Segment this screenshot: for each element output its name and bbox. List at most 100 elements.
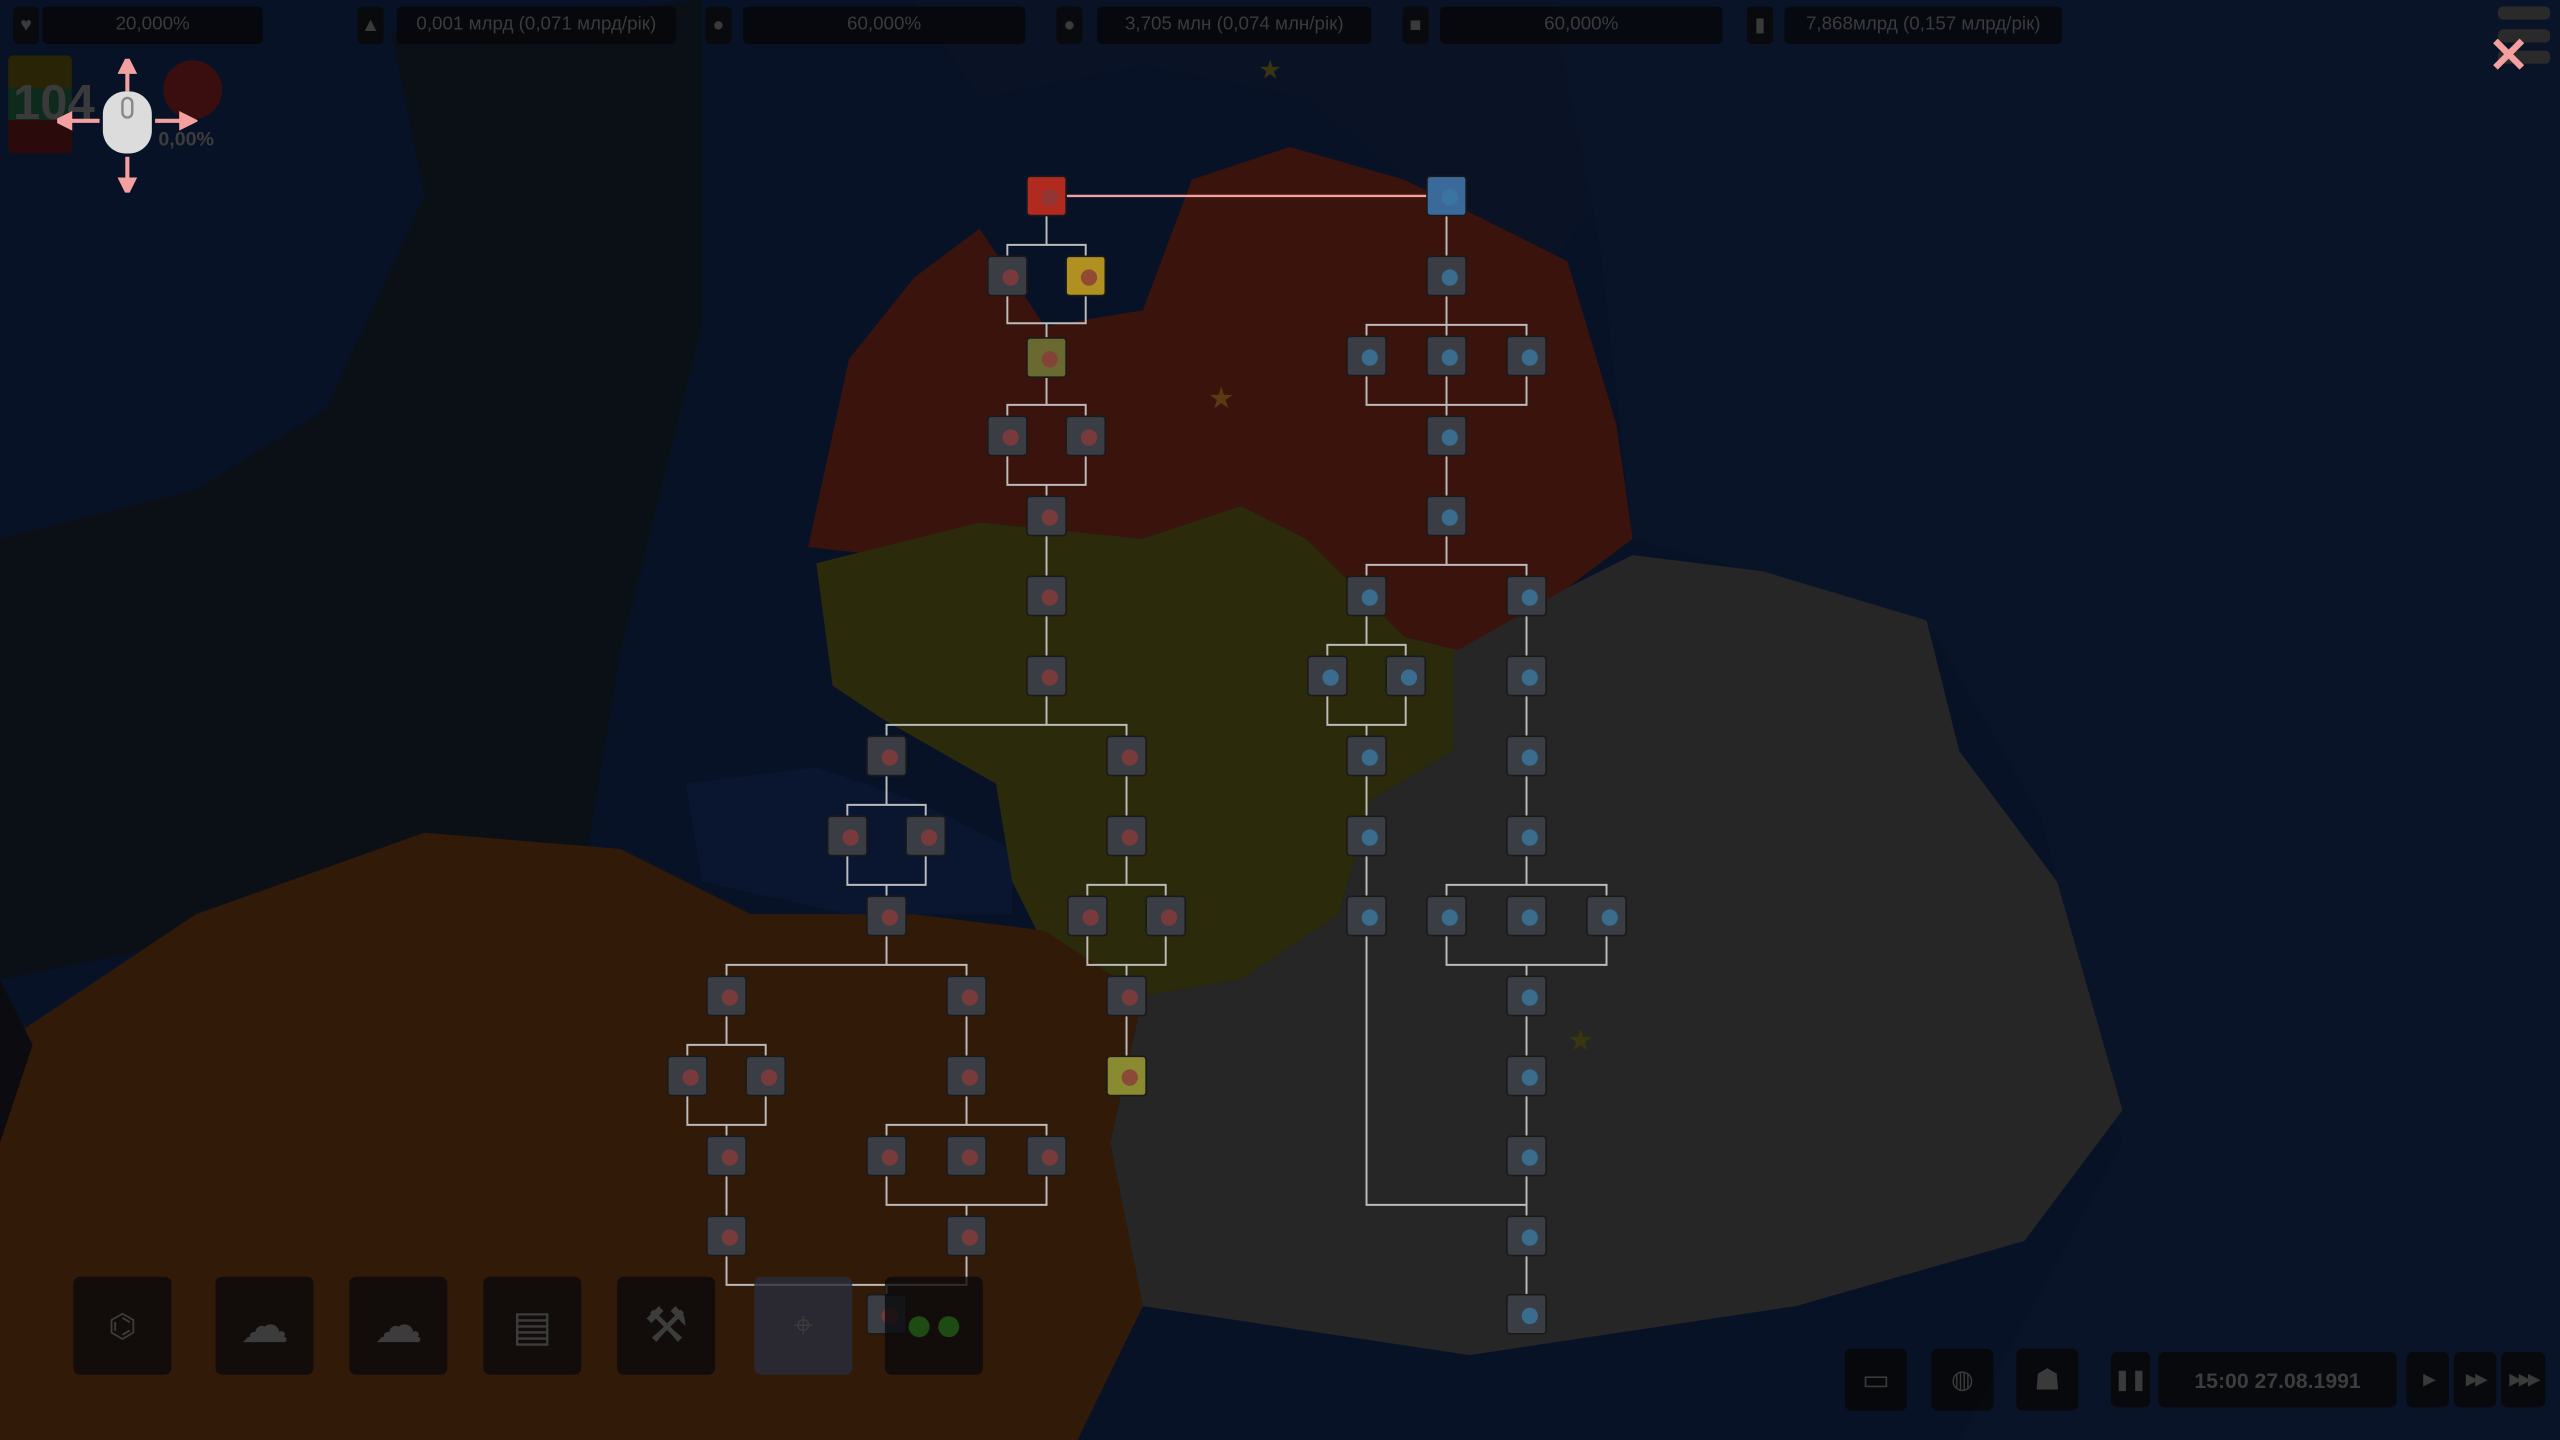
screen-mode-icon: ▭ [1862,1362,1890,1396]
tech-node-glyph [881,909,898,926]
crosshair-icon: ⌖ [793,1304,814,1346]
tech-node-glyph [1601,909,1618,926]
population-icon: ● [1056,6,1083,45]
tech-node-glyph [1521,829,1538,846]
tech-node-glyph [1041,189,1058,206]
tech-node-glyph [1002,269,1019,286]
document-gavel-icon: ▤ [512,1300,553,1350]
tech-node-glyph [961,1229,978,1246]
stat-gdp: 7,868млрд (0,157 млрд/рік) [1784,6,2063,45]
capital-star-icon: ★ [1208,382,1234,415]
stat-tax: 60,000% [1439,6,1723,45]
fast-forward-icon: ▶▶ [2465,1370,2488,1389]
pause-button[interactable]: ❚❚ [2111,1351,2151,1408]
tech-node-glyph [1121,1069,1138,1086]
tech-node-glyph [760,1069,778,1086]
screen-mode-button[interactable]: ▭ [1844,1348,1907,1411]
tech-node-glyph [1041,509,1058,526]
menu-button[interactable] [2497,6,2551,20]
tech-node-glyph [842,829,859,846]
tech-node-glyph [1361,349,1378,366]
continent-map-icon: ☗ [2034,1362,2061,1396]
tree-connector [885,995,1048,1206]
play-button[interactable]: ▶ [2406,1351,2449,1408]
tech-node-glyph [1521,909,1538,926]
tech-node-glyph [721,1229,738,1246]
tech-node-glyph [1441,429,1458,446]
tech-node-glyph [1041,589,1058,606]
tech-node-glyph [1080,429,1098,446]
capital-star-icon: ★ [1567,1024,1593,1057]
land-east [1551,0,2560,1440]
country-belarus [1110,555,2123,1356]
world-map-icon: ◍ [1951,1366,1974,1395]
tech-node-glyph [961,989,978,1006]
tech-node-glyph [1080,269,1098,286]
tech-tree [666,175,1627,1335]
tree-icon: ⌬ [108,1308,137,1345]
unrest-value: 0,00% [158,127,214,151]
tree-connector [1086,755,1167,966]
stat-treasury: 0,001 млрд (0,071 млрд/рік) [396,6,676,45]
tech-node-glyph [1002,429,1019,446]
unrest-face-icon [163,60,223,120]
tech-node-glyph [1400,669,1418,686]
regions-button[interactable]: ☁ [349,1276,448,1375]
continent-map-button[interactable]: ☗ [2016,1348,2079,1411]
close-icon[interactable]: ✕ [2488,29,2530,84]
fastest-button[interactable]: ▶▶▶ [2501,1351,2546,1408]
tech-node-glyph [1160,909,1178,926]
world-map-button[interactable]: ◍ [1931,1348,1994,1411]
tech-node-glyph [1041,669,1058,686]
capital-star-icon: ★ [1258,54,1281,84]
tech-node-glyph [1441,509,1458,526]
play-icon: ▶ [2423,1370,2435,1389]
heart-shield-icon: ♥ [13,6,40,45]
tech-node-glyph [1521,589,1538,606]
tech-node-glyph [920,829,938,846]
stat-employment: 60,000% [742,6,1026,45]
factory-icon: ▮ [1746,6,1774,45]
tree-connector [1365,724,1527,1206]
tech-node-glyph [1361,749,1378,766]
tech-node-glyph [1521,989,1538,1006]
tree-connector [1006,323,1087,486]
tech-node-glyph [682,1069,699,1086]
menu-button[interactable] [2497,50,2551,64]
tech-node-glyph [1521,669,1538,686]
country-shape-icon: ☁ [239,1298,289,1353]
stat-population: 3,705 млн (0,074 млн/рік) [1097,6,1372,45]
tech-node-glyph [1361,909,1378,926]
military-button[interactable]: ⌖ [754,1276,853,1375]
tech-node-glyph [1521,1149,1538,1166]
tree-connector [1006,195,1087,325]
tech-node-glyph [1041,1149,1058,1166]
tech-node-glyph [1441,909,1458,926]
worker-icon: ● [705,6,732,45]
tech-node-glyph [1121,749,1138,766]
mouse-drag-icon [57,58,198,193]
regions-icon: ☁ [373,1298,423,1353]
tree-connector [1365,195,1528,406]
hammer-icon: ⚒ [644,1298,689,1353]
land-southwest [0,979,33,1143]
tech-node-glyph [1082,909,1099,926]
menu-button[interactable] [2497,29,2551,43]
tech-node-glyph [1521,749,1538,766]
laws-button[interactable]: ▤ [483,1276,582,1375]
fast-forward-button[interactable]: ▶▶ [2453,1351,2497,1408]
tech-node-glyph [1521,1229,1538,1246]
country-button[interactable]: ☁ [215,1276,314,1375]
build-button[interactable]: ⚒ [617,1276,716,1375]
land-west [0,0,703,980]
tech-node-glyph [1322,669,1339,686]
gold-pile-icon: ▲ [357,6,384,45]
tech-node-glyph [961,1149,978,1166]
tech-node-glyph [1041,351,1058,368]
tech-node-glyph [721,989,738,1006]
diplomacy-button[interactable]: ●● [884,1276,983,1375]
tech-tree-button[interactable]: ⌬ [73,1276,172,1375]
tech-node-glyph [1521,349,1538,366]
date-time-display: 15:00 27.08.1991 [2158,1351,2397,1408]
